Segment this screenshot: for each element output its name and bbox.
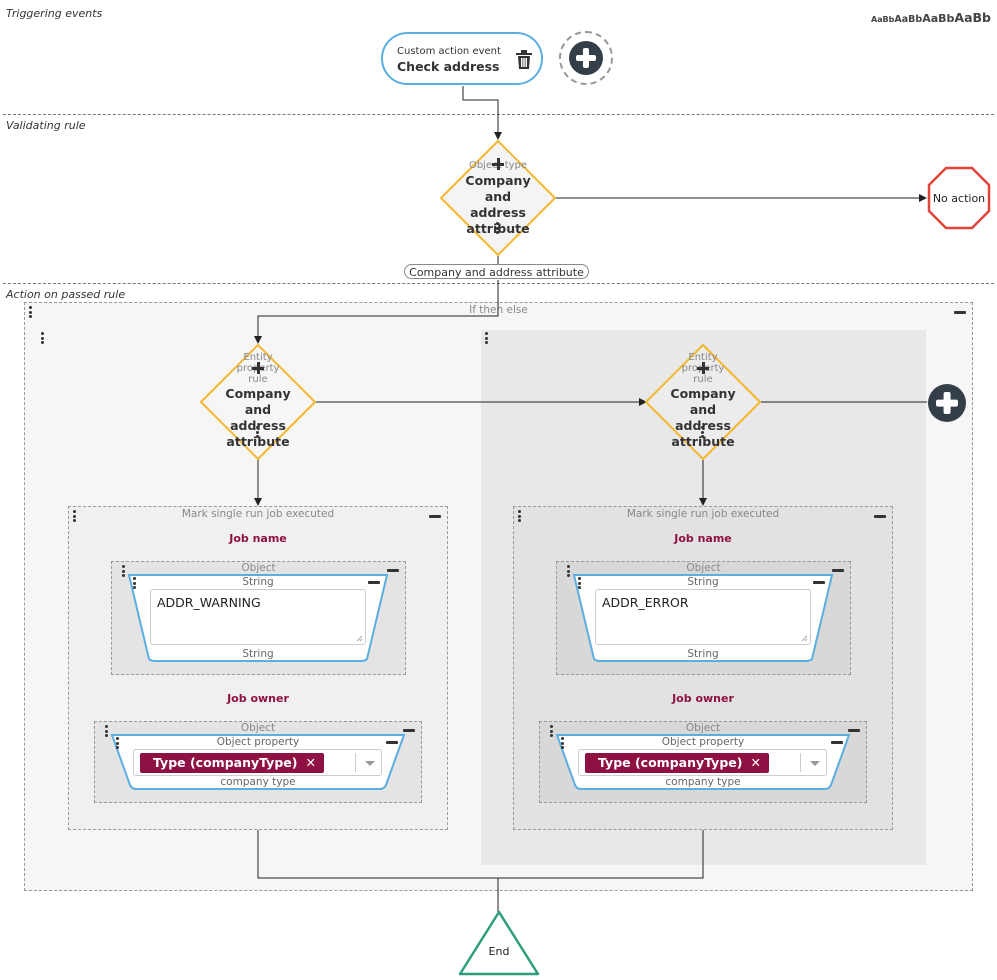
owner-footer: company type (665, 776, 741, 788)
select-separator (800, 753, 801, 772)
zoom-sample-1[interactable]: AaBb (870, 15, 895, 24)
no-action-label: No action (932, 192, 986, 205)
object-property-label: Object property (661, 736, 745, 748)
custom-action-event-node[interactable]: Custom action event Check address (381, 32, 543, 85)
string-footer: String (242, 648, 274, 660)
tag-label: Type (companyType) (598, 755, 743, 770)
chevron-down-icon[interactable] (810, 761, 820, 766)
menu-dots-icon[interactable] (41, 332, 45, 344)
rule-title: Company and address attribute (465, 173, 531, 235)
menu-dots-icon[interactable] (122, 565, 126, 577)
chevron-down-icon[interactable] (365, 761, 375, 766)
add-icon[interactable] (697, 362, 709, 374)
plus-circle-icon[interactable] (928, 384, 966, 422)
end-node[interactable] (457, 909, 541, 977)
menu-dots-icon[interactable] (496, 222, 500, 234)
container-title: Mark single run job executed (181, 508, 335, 520)
menu-dots-icon[interactable] (567, 565, 571, 577)
collapse-icon[interactable] (387, 569, 399, 572)
menu-dots-icon[interactable] (73, 510, 77, 522)
selected-tag[interactable]: Type (companyType) ✕ (585, 753, 769, 773)
job-name-label: Job name (229, 532, 287, 545)
section-title-action: Action on passed rule (6, 288, 126, 301)
menu-dots-icon[interactable] (550, 725, 554, 737)
no-action-node[interactable] (927, 166, 991, 230)
resize-grip-icon[interactable] (356, 635, 363, 642)
string-footer: String (687, 648, 719, 660)
object-label: Object (240, 722, 276, 734)
string-label: String (242, 576, 274, 588)
tag-label: Type (companyType) (153, 755, 298, 770)
zoom-level-samples[interactable]: AaBbAaBbAaBbAaBb (871, 7, 991, 26)
collapse-icon[interactable] (831, 741, 843, 744)
object-label: Object (686, 562, 721, 574)
job-name-label: Job name (674, 532, 732, 545)
add-icon[interactable] (492, 158, 504, 170)
collapse-icon[interactable] (954, 311, 966, 314)
container-title: Mark single run job executed (626, 508, 780, 520)
select-separator (355, 753, 356, 772)
string-label: String (687, 576, 719, 588)
job-name-value: ADDR_WARNING (157, 595, 261, 610)
rule-title: Company and address attribute (670, 386, 736, 448)
job-name-input[interactable]: ADDR_ERROR (595, 589, 811, 645)
zoom-sample-3[interactable]: AaBb (922, 12, 955, 25)
validating-rule-diamond[interactable] (439, 139, 557, 257)
end-label: End (488, 945, 510, 958)
collapse-icon[interactable] (813, 581, 825, 584)
object-label: Object (241, 562, 276, 574)
collapse-icon[interactable] (874, 515, 886, 518)
menu-dots-icon[interactable] (578, 577, 582, 589)
collapse-icon[interactable] (368, 581, 380, 584)
menu-dots-icon[interactable] (518, 510, 522, 522)
job-name-input[interactable]: ADDR_WARNING (150, 589, 366, 645)
plus-circle-icon[interactable] (569, 41, 603, 75)
menu-dots-icon[interactable] (105, 725, 109, 737)
owner-footer: company type (220, 776, 296, 788)
menu-dots-icon[interactable] (701, 426, 705, 438)
drag-handle-icon[interactable] (29, 306, 33, 318)
right-rule-diamond[interactable] (644, 343, 762, 461)
job-owner-label: Job owner (227, 692, 289, 705)
object-property-label: Object property (216, 736, 300, 748)
job-owner-label: Job owner (672, 692, 734, 705)
selected-tag[interactable]: Type (companyType) ✕ (140, 753, 324, 773)
menu-dots-icon[interactable] (116, 737, 120, 749)
collapse-icon[interactable] (429, 515, 441, 518)
object-property-select[interactable]: Type (companyType) ✕ (133, 749, 382, 776)
menu-dots-icon[interactable] (256, 426, 260, 438)
zoom-sample-2[interactable]: AaBb (894, 14, 923, 25)
object-property-select[interactable]: Type (companyType) ✕ (578, 749, 827, 776)
collapse-icon[interactable] (848, 729, 860, 732)
add-event-button[interactable] (559, 31, 613, 85)
section-title-triggering: Triggering events (6, 7, 103, 20)
add-icon[interactable] (252, 362, 264, 374)
menu-dots-icon[interactable] (485, 332, 489, 344)
edge-label[interactable]: Company and address attribute (404, 264, 589, 279)
object-label: Object (685, 722, 721, 734)
collapse-icon[interactable] (832, 569, 844, 572)
menu-dots-icon[interactable] (133, 577, 137, 589)
event-title: Check address (397, 59, 500, 74)
collapse-icon[interactable] (386, 741, 398, 744)
event-type-label: Custom action event (397, 46, 501, 57)
trash-icon[interactable] (515, 50, 533, 70)
resize-grip-icon[interactable] (801, 635, 808, 642)
remove-tag-icon[interactable]: ✕ (750, 755, 761, 770)
remove-tag-icon[interactable]: ✕ (305, 755, 316, 770)
zoom-sample-4[interactable]: AaBb (954, 10, 991, 25)
left-rule-diamond[interactable] (199, 343, 317, 461)
section-title-validating: Validating rule (6, 119, 86, 132)
rule-title: Company and address attribute (225, 386, 291, 448)
collapse-icon[interactable] (403, 729, 415, 732)
menu-dots-icon[interactable] (561, 737, 565, 749)
job-name-value: ADDR_ERROR (602, 595, 689, 610)
